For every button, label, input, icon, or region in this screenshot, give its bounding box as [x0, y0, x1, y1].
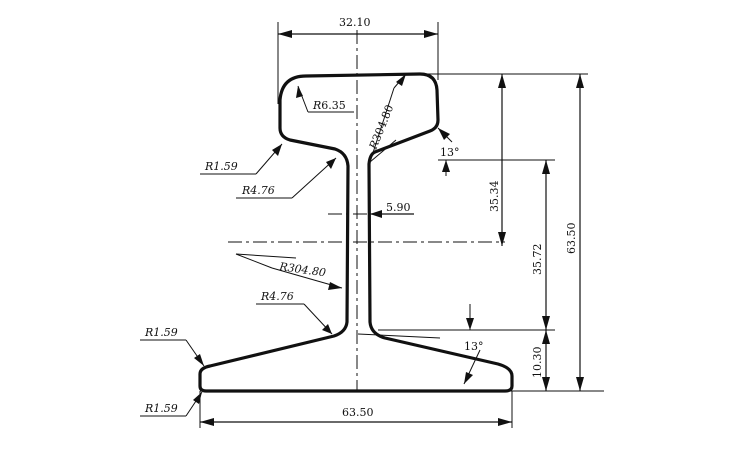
r304-head-leader-a: [369, 87, 395, 163]
web-thickness-arrow: [370, 210, 382, 218]
base-angle-arrow-bottom: [464, 372, 473, 384]
dim-35-72-arrow-bottom: [542, 316, 550, 330]
head-width-arrow-left: [278, 30, 292, 38]
r304-head-leader-b: [369, 139, 397, 163]
r4-76-base-arrow: [322, 324, 332, 334]
base-width-label: 63.50: [342, 406, 374, 419]
r1-59-head-label: R1.59: [204, 160, 238, 173]
base-width-arrow-left: [200, 418, 214, 426]
dim-35-34-arrow-bottom: [498, 232, 506, 246]
web-thickness-label: 5.90: [386, 201, 411, 214]
dim-10-30-label: 10.30: [531, 347, 544, 379]
r304-head-value: 304.80: [370, 103, 396, 144]
head-angle-label: 13°: [440, 146, 460, 159]
r4-76-head-label: R4.76: [241, 184, 275, 197]
r1-59-base-bottom-arrow: [193, 392, 202, 404]
dim-height-label: 63.50: [565, 223, 578, 255]
dim-35-34-arrow-top: [498, 74, 506, 88]
dim-height-arrow-bottom: [576, 377, 584, 391]
r1-59-head-arrow: [272, 144, 282, 156]
head-angle-arrow-top: [438, 128, 450, 140]
base-angle-label: 13°: [464, 340, 484, 353]
r304-web-leader-b: [235, 253, 273, 269]
base-angle-line: [357, 333, 441, 339]
dim-10-30-arrow-top: [542, 330, 550, 344]
r1-59-base-top-label: R1.59: [144, 326, 178, 339]
head-angle-arrow-bottom: [442, 160, 450, 172]
dim-height-arrow-top: [576, 74, 584, 88]
r304-web-arrow: [328, 282, 342, 290]
dim-35-34-label: 35.34: [488, 181, 501, 213]
r6-35-prefix: R: [312, 99, 321, 112]
head-width-label: 32.10: [339, 16, 371, 29]
base-width-arrow-right: [498, 418, 512, 426]
dim-35-72-label: 35.72: [531, 244, 544, 276]
r4-76-base-label: R4.76: [260, 290, 294, 303]
dim-35-72-arrow-top: [542, 160, 550, 174]
r304-web-leader-a: [235, 253, 297, 259]
r6-35-value: 6.35: [321, 99, 346, 112]
base-angle-arrow-top: [466, 318, 474, 330]
r1-59-base-bottom-label: R1.59: [144, 402, 178, 415]
r6-35-label: R6.35: [312, 99, 346, 112]
r304-head-arrow: [396, 74, 406, 86]
r4-76-head-arrow: [326, 158, 336, 169]
r304-head-prefix: R: [366, 139, 382, 152]
r1-59-base-top-arrow: [194, 354, 204, 366]
dim-10-30-arrow-bottom: [542, 377, 550, 391]
head-width-arrow-right: [424, 30, 438, 38]
r6-35-arrow: [296, 86, 303, 98]
